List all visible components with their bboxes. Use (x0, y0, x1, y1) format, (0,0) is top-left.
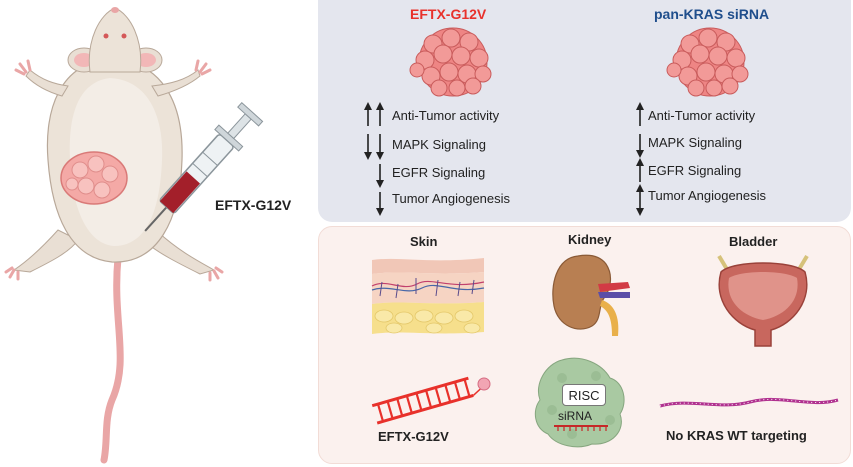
kras-wt-strand-icon (659, 397, 839, 408)
effect-label: EGFR Signaling (392, 165, 486, 180)
arrows-eftx (364, 102, 384, 216)
caption-eftx: EFTX-G12V (378, 429, 449, 444)
mouse-treatment-label: EFTX-G12V (215, 197, 292, 213)
mouse-left-arm (25, 69, 69, 97)
caption-no-kras-wt: No KRAS WT targeting (666, 428, 807, 443)
bladder-icon (717, 254, 809, 347)
effect-label: Anti-Tumor activity (392, 108, 500, 123)
tumor-cluster-icon (409, 27, 492, 97)
sirna-label: siRNA (558, 409, 593, 423)
mouse-right-hind-leg (147, 231, 216, 275)
effect-label: MAPK Signaling (648, 135, 742, 150)
eftx-ladder-icon (371, 376, 491, 425)
organ-label-skin: Skin (410, 234, 438, 249)
arrows-pan-kras (636, 102, 644, 216)
column-title-eftx: EFTX-G12V (410, 6, 487, 22)
organ-label-kidney: Kidney (568, 232, 612, 247)
effect-label: MAPK Signaling (392, 137, 486, 152)
tumor-cluster-icon (666, 27, 749, 97)
effect-label: Tumor Angiogenesis (648, 188, 767, 203)
mouse-left-hind-leg (12, 229, 79, 273)
effect-label: Tumor Angiogenesis (392, 191, 511, 206)
mouse-right-arm (151, 69, 201, 97)
mouse-illustration (4, 7, 264, 464)
risc-label: RISC (562, 384, 606, 406)
mouse-tail (100, 254, 124, 464)
effect-label: EGFR Signaling (648, 163, 742, 178)
mouse-head (88, 7, 142, 73)
column-title-pan-kras: pan-KRAS siRNA (654, 6, 770, 22)
syringe-icon (144, 101, 264, 232)
effects-panel (318, 0, 851, 222)
mouse-tumor-icon (60, 151, 128, 205)
kidney-icon (552, 254, 630, 336)
effect-label: Anti-Tumor activity (648, 108, 756, 123)
skin-icon (371, 258, 485, 334)
organ-label-bladder: Bladder (729, 234, 778, 249)
